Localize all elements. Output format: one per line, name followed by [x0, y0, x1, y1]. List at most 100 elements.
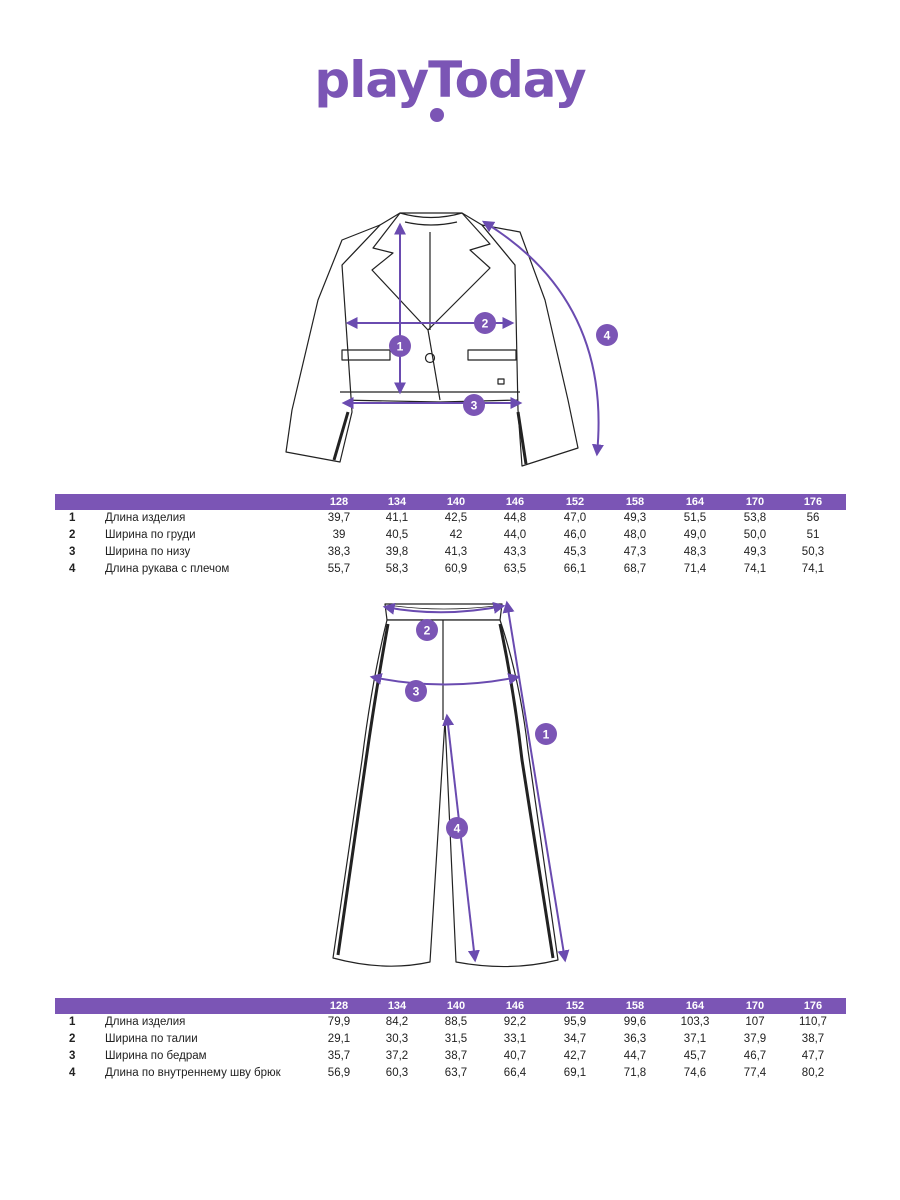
jacket-size-table: 128 134 140 146 152 158 164 170 176 1 Дл… — [55, 494, 846, 578]
cell-value: 110,7 — [799, 1016, 827, 1028]
cell-value: 47,7 — [801, 1050, 825, 1062]
jacket-table-header: 128 134 140 146 152 158 164 170 176 — [55, 494, 846, 510]
size-header: 146 — [505, 496, 525, 508]
size-header: 164 — [685, 1000, 705, 1012]
cell-value: 37,1 — [683, 1033, 707, 1045]
cell-value: 38,7 — [444, 1050, 468, 1062]
table-row: 4 Длина по внутреннему шву брюк 56,9 60,… — [55, 1065, 846, 1082]
table-row: 1 Длина изделия 79,9 84,2 88,5 92,2 95,9… — [55, 1014, 846, 1031]
cell-value: 77,4 — [743, 1067, 767, 1079]
cell-value: 99,6 — [623, 1016, 647, 1028]
cell-value: 49,3 — [623, 512, 647, 524]
row-label: Ширина по талии — [105, 1033, 198, 1045]
row-label: Ширина по груди — [105, 529, 196, 541]
pants-size-table: 128 134 140 146 152 158 164 170 176 1 Дл… — [55, 998, 846, 1082]
size-header: 140 — [446, 1000, 466, 1012]
cell-value: 47,0 — [563, 512, 587, 524]
cell-value: 39 — [332, 529, 346, 541]
pants-marker-1: 1 — [535, 723, 557, 745]
cell-value: 80,2 — [801, 1067, 825, 1079]
cell-value: 60,3 — [385, 1067, 409, 1079]
size-header: 146 — [505, 1000, 525, 1012]
row-number: 3 — [69, 1050, 76, 1062]
size-header: 128 — [329, 496, 349, 508]
size-header: 164 — [685, 496, 705, 508]
pants-marker-4-label: 4 — [454, 822, 461, 836]
cell-value: 44,8 — [503, 512, 527, 524]
pants-marker-3: 3 — [405, 680, 427, 702]
cell-value: 37,9 — [743, 1033, 767, 1045]
cell-value: 46,7 — [743, 1050, 767, 1062]
cell-value: 51 — [806, 529, 820, 541]
cell-value: 74,1 — [743, 563, 767, 575]
jacket-marker-1-label: 1 — [397, 340, 404, 354]
cell-value: 31,5 — [444, 1033, 468, 1045]
size-header: 152 — [565, 496, 585, 508]
table-row: 3 Ширина по бедрам 35,7 37,2 38,7 40,7 4… — [55, 1048, 846, 1065]
size-header: 140 — [446, 496, 466, 508]
row-label: Длина по внутреннему шву брюк — [105, 1067, 281, 1079]
brand-logo-dot — [430, 108, 444, 122]
cell-value: 42,5 — [444, 512, 468, 524]
brand-logo: playToday — [300, 50, 600, 130]
cell-value: 40,5 — [385, 529, 409, 541]
row-number: 1 — [69, 1016, 76, 1028]
row-label: Длина изделия — [105, 512, 186, 524]
size-header: 134 — [387, 496, 407, 508]
cell-value: 74,6 — [683, 1067, 707, 1079]
cell-value: 60,9 — [444, 563, 468, 575]
jacket-marker-2: 2 — [474, 312, 496, 334]
cell-value: 44,0 — [503, 529, 527, 541]
cell-value: 43,3 — [503, 546, 527, 558]
pants-marker-2: 2 — [416, 619, 438, 641]
jacket-marker-3-label: 3 — [471, 399, 478, 413]
row-label: Длина рукава с плечом — [105, 563, 230, 575]
cell-value: 41,1 — [385, 512, 409, 524]
size-header: 158 — [625, 496, 645, 508]
cell-value: 51,5 — [683, 512, 707, 524]
row-number: 2 — [69, 1033, 76, 1045]
row-label: Ширина по низу — [105, 546, 191, 558]
size-header: 134 — [387, 1000, 407, 1012]
cell-value: 63,5 — [503, 563, 527, 575]
cell-value: 30,3 — [385, 1033, 409, 1045]
cell-value: 58,3 — [385, 563, 409, 575]
cell-value: 103,3 — [680, 1016, 710, 1028]
brand-logo-text: playToday — [314, 51, 586, 109]
cell-value: 50,0 — [743, 529, 767, 541]
cell-value: 95,9 — [563, 1016, 587, 1028]
cell-value: 56 — [806, 512, 820, 524]
cell-value: 38,3 — [327, 546, 351, 558]
cell-value: 37,2 — [385, 1050, 409, 1062]
cell-value: 71,4 — [683, 563, 707, 575]
cell-value: 45,3 — [563, 546, 587, 558]
cell-value: 41,3 — [444, 546, 468, 558]
cell-value: 36,3 — [623, 1033, 647, 1045]
cell-value: 38,7 — [801, 1033, 825, 1045]
jacket-marker-2-label: 2 — [482, 317, 489, 331]
table-row: 4 Длина рукава с плечом 55,7 58,3 60,9 6… — [55, 561, 846, 578]
cell-value: 56,9 — [327, 1067, 351, 1079]
cell-value: 46,0 — [563, 529, 587, 541]
cell-value: 66,4 — [503, 1067, 527, 1079]
cell-value: 49,3 — [743, 546, 767, 558]
size-header: 176 — [803, 1000, 823, 1012]
cell-value: 39,7 — [327, 512, 351, 524]
pants-marker-2-label: 2 — [424, 624, 431, 638]
cell-value: 63,7 — [444, 1067, 468, 1079]
cell-value: 34,7 — [563, 1033, 587, 1045]
cell-value: 107 — [745, 1016, 765, 1028]
cell-value: 49,0 — [683, 529, 707, 541]
table-row: 3 Ширина по низу 38,3 39,8 41,3 43,3 45,… — [55, 544, 846, 561]
cell-value: 42 — [449, 529, 463, 541]
pants-marker-1-label: 1 — [543, 728, 550, 742]
cell-value: 47,3 — [623, 546, 647, 558]
cell-value: 55,7 — [327, 563, 351, 575]
table-row: 2 Ширина по талии 29,1 30,3 31,5 33,1 34… — [55, 1031, 846, 1048]
cell-value: 50,3 — [801, 546, 825, 558]
size-header: 158 — [625, 1000, 645, 1012]
pants-marker-3-label: 3 — [413, 685, 420, 699]
cell-value: 79,9 — [327, 1016, 351, 1028]
cell-value: 92,2 — [503, 1016, 527, 1028]
pants-marker-4: 4 — [446, 817, 468, 839]
